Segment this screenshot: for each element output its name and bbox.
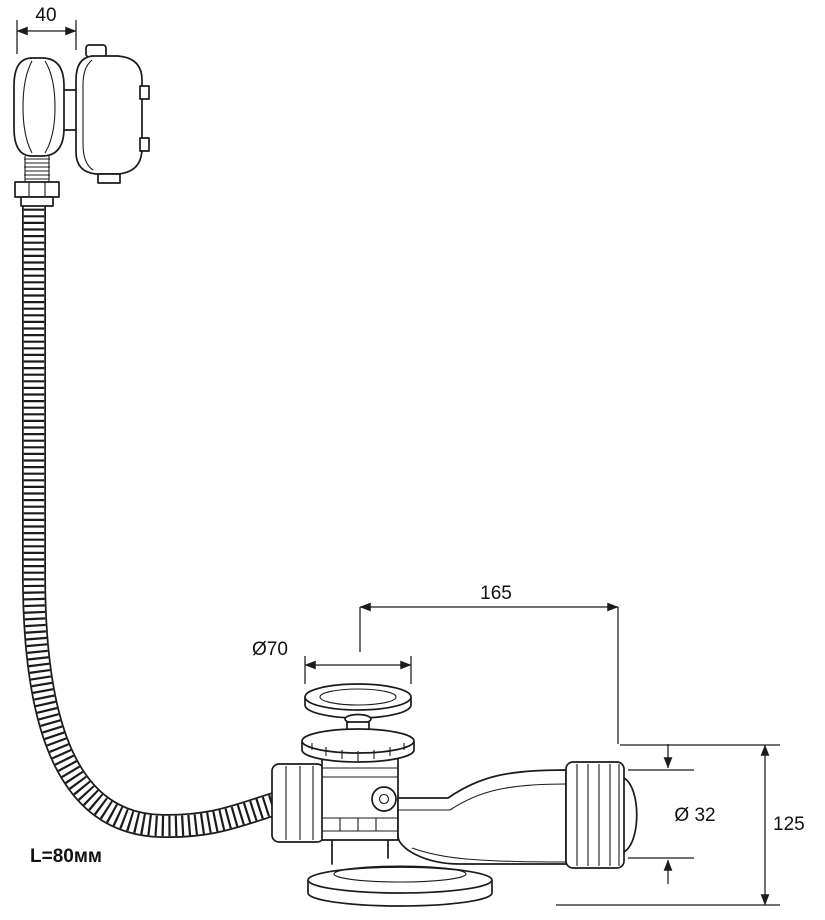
- tee-body-ribs: [322, 767, 398, 832]
- hose-union-nut: [271, 763, 325, 843]
- union-nut-ribs: [285, 766, 314, 840]
- dim-height: 125: [556, 744, 805, 906]
- outlet-nut: [565, 761, 625, 869]
- dim-32-extensions: [628, 769, 694, 859]
- dim-165-extensions: [359, 607, 619, 744]
- hose-core: [23, 202, 281, 837]
- overflow-cap: [75, 55, 143, 175]
- corrugated-hose: [22, 202, 282, 839]
- plug-flange-top: [301, 728, 415, 754]
- tee-neck: [331, 839, 389, 865]
- flange-cap-connectors: [63, 89, 77, 131]
- plug-cap-detail: [319, 688, 397, 706]
- dim-overflow-width: 40: [16, 5, 77, 54]
- overflow-tab-upper: [139, 85, 150, 100]
- overflow-fitting: [13, 44, 150, 207]
- dim-plug-diameter: Ø70: [252, 639, 412, 684]
- flange-arc-left: [22, 60, 33, 154]
- overflow-cap-seam: [82, 59, 94, 171]
- cable-port: [371, 786, 397, 812]
- dim-label-span: 165: [480, 583, 512, 604]
- flange-arc-right: [44, 60, 56, 154]
- dim-span: 165: [359, 583, 619, 744]
- bottom-flange-top: [307, 866, 493, 894]
- bottom-flange: [307, 865, 493, 907]
- drain-plug-assembly: [301, 683, 415, 763]
- dim-label-outlet-diameter: Ø 32: [674, 805, 715, 826]
- overflow-tab-bottom: [97, 173, 121, 184]
- hose-rib-pattern: [23, 202, 281, 837]
- thread-lines: [24, 156, 50, 182]
- dim-70-extensions: [304, 656, 412, 684]
- elbow-inner-wall: [398, 783, 567, 811]
- hose-length-label: L=80мм: [30, 846, 102, 867]
- overflow-nut: [14, 181, 60, 198]
- overflow-tab-lower: [139, 137, 150, 152]
- outlet-nut-ribs: [576, 764, 620, 866]
- plug-flange-knurl: [311, 743, 405, 761]
- dim-label-height: 125: [773, 814, 805, 835]
- overflow-threads: [14, 156, 60, 207]
- cable-port-center: [378, 793, 390, 805]
- elbow-outlet: [397, 761, 638, 869]
- dim-125-extensions: [556, 744, 780, 906]
- outlet-end: [623, 777, 638, 853]
- hose-collar: [20, 196, 54, 207]
- waste-tee: [271, 755, 399, 865]
- dim-outlet-diameter: Ø 32: [628, 744, 716, 884]
- bottom-flange-dome: [333, 865, 467, 883]
- dim-label-plug-diameter: Ø70: [252, 639, 288, 660]
- overflow-flange: [13, 57, 65, 157]
- nut-facets: [28, 182, 46, 197]
- hose-outline: [22, 202, 282, 839]
- dim-label-overflow-width: 40: [35, 5, 56, 26]
- elbow-bottom-seam: [411, 847, 567, 863]
- plug-cap-top: [304, 683, 412, 711]
